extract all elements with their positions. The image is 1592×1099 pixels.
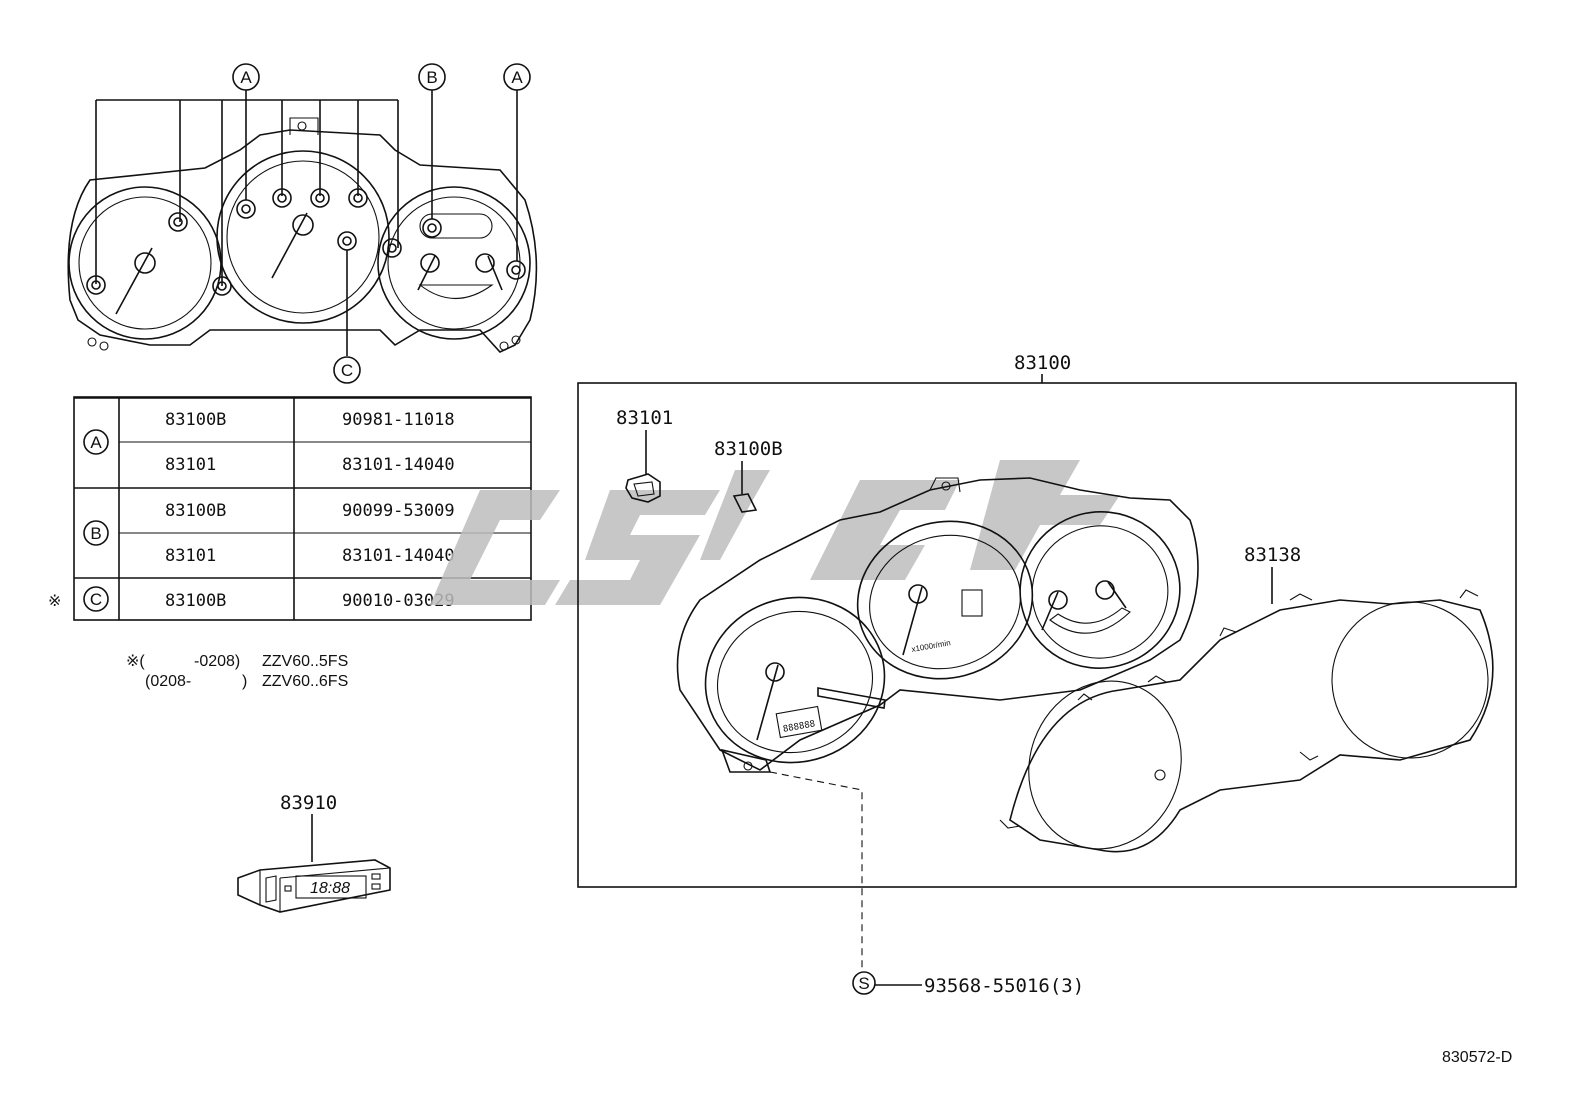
clock-83910: 83910 18:88 — [237, 792, 391, 913]
bulb-socket-83101 — [625, 473, 661, 503]
svg-text:C: C — [341, 361, 353, 380]
watermark-logo — [430, 460, 1120, 605]
svg-text:(0208-: (0208- — [145, 673, 191, 690]
table-cell: 90099-53009 — [342, 501, 455, 521]
svg-text:B: B — [426, 68, 437, 87]
svg-text:83138: 83138 — [1244, 544, 1301, 566]
cluster-front-view — [67, 90, 538, 356]
svg-text:A: A — [511, 68, 523, 87]
callout-a-left: A — [232, 63, 260, 91]
bulb-83100b — [732, 493, 758, 513]
svg-text:93568-55016(3): 93568-55016(3) — [924, 975, 1084, 997]
screw-callout: S 93568-55016(3) — [852, 971, 1084, 997]
svg-text:ZZV60..6FS: ZZV60..6FS — [262, 673, 348, 690]
note-mark: ※ — [48, 593, 61, 610]
callout-a-right: A — [503, 63, 531, 91]
assembly-83100: 83100 83101 83100B — [577, 352, 1517, 970]
clock-display: 18:88 — [310, 880, 350, 897]
svg-text:83100: 83100 — [1014, 352, 1071, 374]
tach-unit-label: x1000r/min — [911, 638, 952, 654]
table-cell: 83100B — [165, 410, 226, 430]
svg-text:C: C — [90, 590, 102, 609]
svg-text:83101: 83101 — [616, 407, 673, 429]
table-group-b: B — [83, 520, 109, 546]
table-group-a: A — [83, 429, 109, 455]
svg-text:-0208): -0208) — [194, 653, 240, 670]
callout-c: C — [333, 356, 361, 384]
svg-text:B: B — [90, 524, 101, 543]
diagram-code: 830572-D — [1442, 1049, 1512, 1066]
table-cell: 90010-03029 — [342, 591, 455, 611]
svg-text:83910: 83910 — [280, 792, 337, 814]
table-cell: 83100B — [165, 501, 226, 521]
table-cell: 83100B — [165, 591, 226, 611]
svg-text:A: A — [90, 433, 102, 452]
table-group-c: C — [83, 586, 109, 612]
table-cell: 83101-14040 — [342, 546, 455, 566]
table-cell: 83101 — [165, 546, 216, 566]
svg-text:A: A — [240, 68, 252, 87]
table-cell: 83101-14040 — [342, 455, 455, 475]
cluster-assembly: 888888 x1000r/min — [676, 477, 1199, 773]
svg-text:S: S — [858, 974, 869, 993]
svg-text:※(: ※( — [126, 653, 145, 670]
callout-b: B — [418, 63, 446, 91]
svg-text:): ) — [242, 673, 247, 690]
svg-text:83100B: 83100B — [714, 438, 783, 460]
table-cell: 83101 — [165, 455, 216, 475]
table-cell: 90981-11018 — [342, 410, 455, 430]
svg-text:ZZV60..5FS: ZZV60..5FS — [262, 653, 348, 670]
lens-83138 — [999, 589, 1494, 853]
applicability-notes: ※( -0208) ZZV60..5FS (0208- ) ZZV60..6FS — [126, 653, 348, 690]
